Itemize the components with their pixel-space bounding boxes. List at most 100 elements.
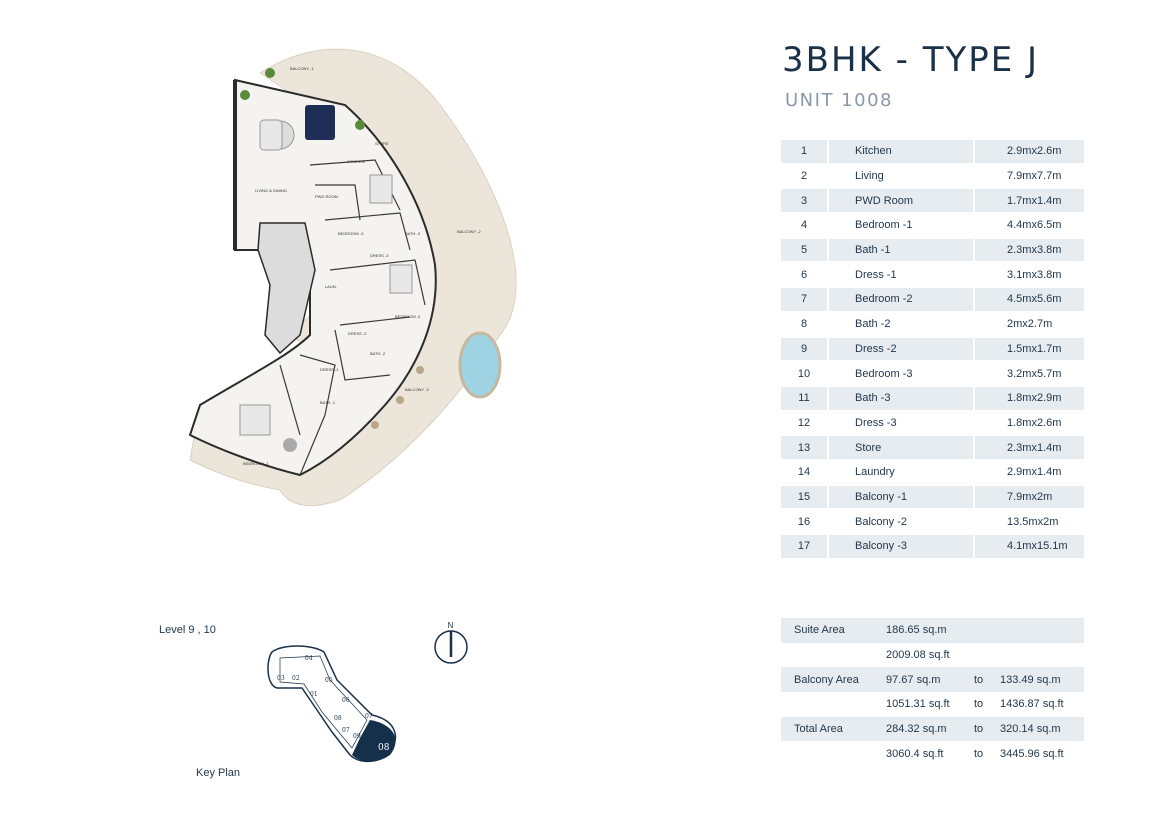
key-plan-unit: 07 [342, 727, 350, 734]
label-bedroom-2: BEDROOM -2 [395, 314, 421, 319]
room-size: 7.9mx7.7m [1007, 170, 1062, 183]
balcony-area-sqm-max: 133.49 sq.m [1000, 667, 1084, 693]
building-core [257, 222, 316, 355]
room-size: 1.7mx1.4m [975, 189, 1084, 213]
key-plan: 03 02 04 01 05 06 07 08 07 09 08 [267, 645, 397, 763]
room-number: 10 [781, 362, 829, 385]
key-plan-unit: 02 [292, 675, 300, 682]
label-dress-3: DRESS -3 [370, 253, 389, 258]
room-number: 16 [781, 510, 829, 533]
balcony-area-sqft-row: 1051.31 sq.ft to 1436.87 sq.ft [781, 692, 1084, 717]
key-plan-unit: 09 [353, 733, 361, 740]
key-plan-inner [279, 655, 368, 749]
room-number: 9 [781, 337, 829, 361]
label-store: STORE [375, 141, 389, 146]
room-name: Bath -2 [829, 312, 975, 336]
label-pwd-room: PWD ROOM [315, 194, 338, 199]
range-to: to [974, 698, 984, 711]
balcony-area-sqft-min: 1051.31 sq.ft [886, 698, 950, 711]
room-name: Bath -1 [829, 238, 975, 262]
room-name: Balcony -2 [829, 510, 975, 533]
key-plan-unit-highlight: 08 [378, 743, 390, 753]
room-name: Bath -3 [829, 386, 975, 410]
room-number: 3 [781, 189, 829, 213]
key-plan-label: Key Plan [196, 767, 241, 779]
label-dress-1: DRESS -1 [320, 367, 339, 372]
label-bedroom-3: BEDROOM -3 [338, 231, 364, 236]
key-plan-unit: 06 [342, 697, 350, 704]
room-name: Bedroom -1 [829, 214, 975, 237]
label-balcony-2: BALCONY -2 [457, 229, 481, 234]
room-name: Balcony -1 [829, 485, 975, 509]
range-to: to [974, 667, 1000, 693]
room-number: 8 [781, 312, 829, 336]
room-size: 3.1mx3.8m [1007, 268, 1062, 281]
north-arrow-icon: N [434, 621, 468, 664]
total-area-label: Total Area [781, 716, 886, 742]
total-area-sqm-max: 320.14 sq.m [1000, 716, 1084, 742]
room-name: Bedroom -3 [829, 362, 975, 385]
total-area-sqft-min: 3060.4 sq.ft [886, 747, 944, 760]
key-plan-unit: 04 [305, 655, 313, 662]
balcony-area-label: Balcony Area [781, 667, 886, 693]
room-number: 6 [781, 263, 829, 287]
furniture [239, 68, 424, 452]
suite-area-label: Suite Area [781, 618, 886, 643]
room-size: 2.3mx1.4m [975, 436, 1084, 459]
room-number: 7 [781, 288, 829, 311]
room-number: 14 [781, 460, 829, 484]
label-balcony-1: BALCONY -1 [290, 66, 314, 71]
room-name: Living [829, 164, 975, 188]
key-plan-unit: 07 [365, 713, 373, 720]
label-bedroom-1: BEDROOM -1 [243, 461, 269, 466]
unit-number: UNIT 1008 [785, 90, 893, 111]
label-balcony-3: BALCONY -3 [405, 387, 429, 392]
room-name: Bedroom -2 [829, 288, 975, 311]
level-label: Level 9 , 10 [159, 624, 216, 636]
label-bath-1: BATH -1 [320, 400, 336, 405]
area-summary-table: Suite Area 186.65 sq.m 2009.08 sq.ft Bal… [781, 618, 1084, 766]
balcony-area-sqft-max: 1436.87 sq.ft [1000, 698, 1064, 711]
total-area-sqft-max: 3445.96 sq.ft [1000, 747, 1064, 760]
room-number: 1 [781, 140, 829, 163]
suite-area-sqm: 186.65 sq.m [886, 618, 974, 643]
room-name: Dress -2 [829, 337, 975, 361]
room-size: 2mx2.7m [1007, 318, 1053, 331]
room-name: Balcony -3 [829, 535, 975, 558]
room-number: 17 [781, 535, 829, 558]
key-plan-highlight-unit [352, 720, 396, 762]
floor-plan: BALCONY -1 STORE KITCHEN PWD ROOM LIVING… [188, 48, 517, 507]
room-name: Laundry [829, 460, 975, 484]
room-name: Store [829, 436, 975, 459]
room-number: 12 [781, 411, 829, 435]
key-plan-unit: 01 [310, 691, 318, 698]
room-size: 2.9mx1.4m [1007, 466, 1062, 479]
page-title: 3BHK - TYPE J [782, 40, 1040, 80]
compass-letter: N [448, 621, 454, 630]
room-size: 13.5mx2m [1007, 515, 1059, 528]
key-plan-unit: 05 [325, 677, 333, 684]
room-number: 11 [781, 386, 829, 410]
room-size: 3.2mx5.7m [1007, 367, 1062, 380]
key-plan-unit: 08 [334, 715, 342, 722]
label-bath-2: BATH -2 [370, 351, 386, 356]
total-area-row: Total Area 284.32 sq.m to 320.14 sq.m [781, 716, 1084, 742]
suite-area-sqft-row: 2009.08 sq.ft [781, 643, 1084, 668]
balcony-area-row: Balcony Area 97.67 sq.m to 133.49 sq.m [781, 667, 1084, 693]
balcony-area-sqm-min: 97.67 sq.m [886, 667, 974, 693]
room-size: 2.3mx3.8m [975, 238, 1084, 262]
suite-area-row: Suite Area 186.65 sq.m [781, 618, 1084, 643]
range-to: to [974, 716, 1000, 742]
room-size: 4.1mx15.1m [975, 535, 1084, 558]
